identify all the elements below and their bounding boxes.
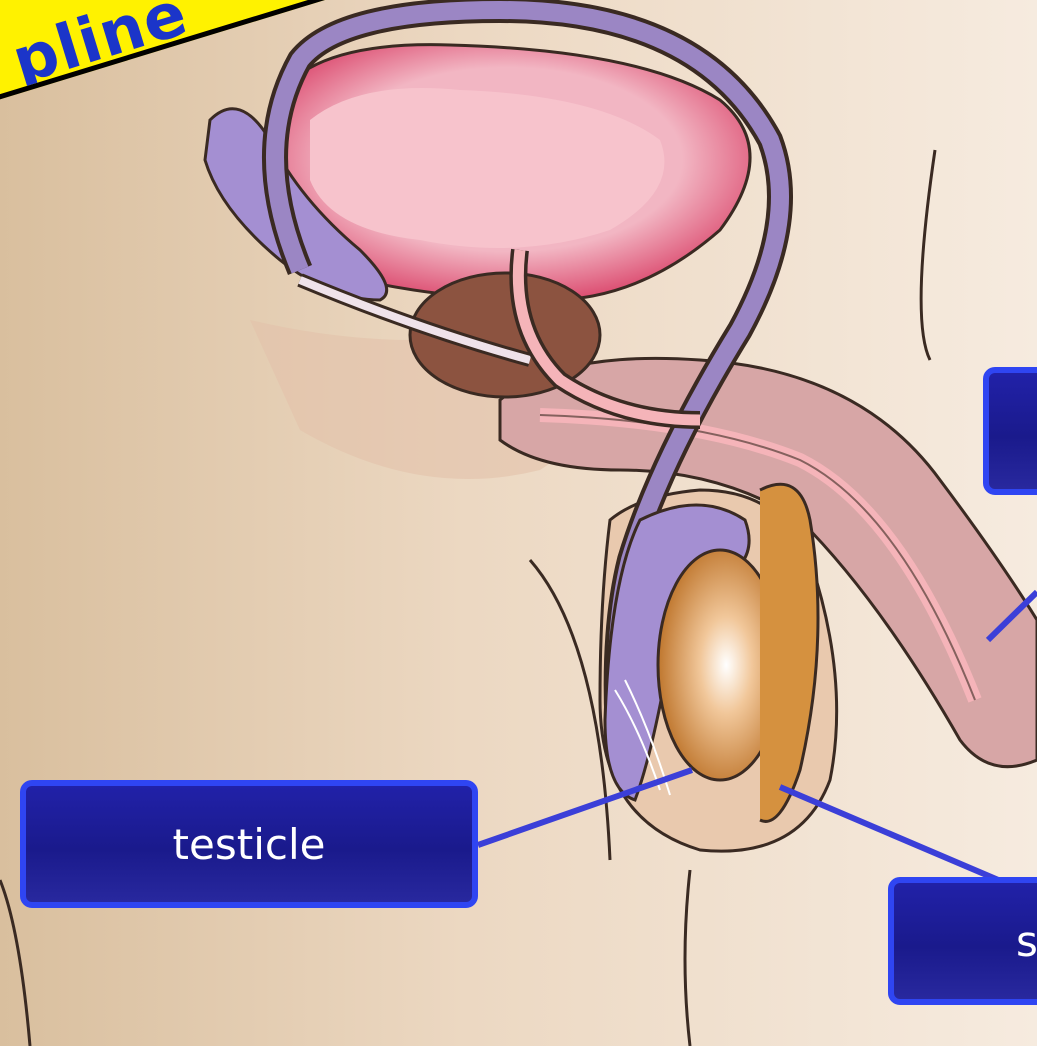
label-testicle-text: testicle [173,820,326,869]
label-penis [983,367,1037,495]
label-scrotum: sc [888,877,1037,1005]
label-testicle: testicle [20,780,478,908]
label-scrotum-text: sc [1016,917,1037,966]
